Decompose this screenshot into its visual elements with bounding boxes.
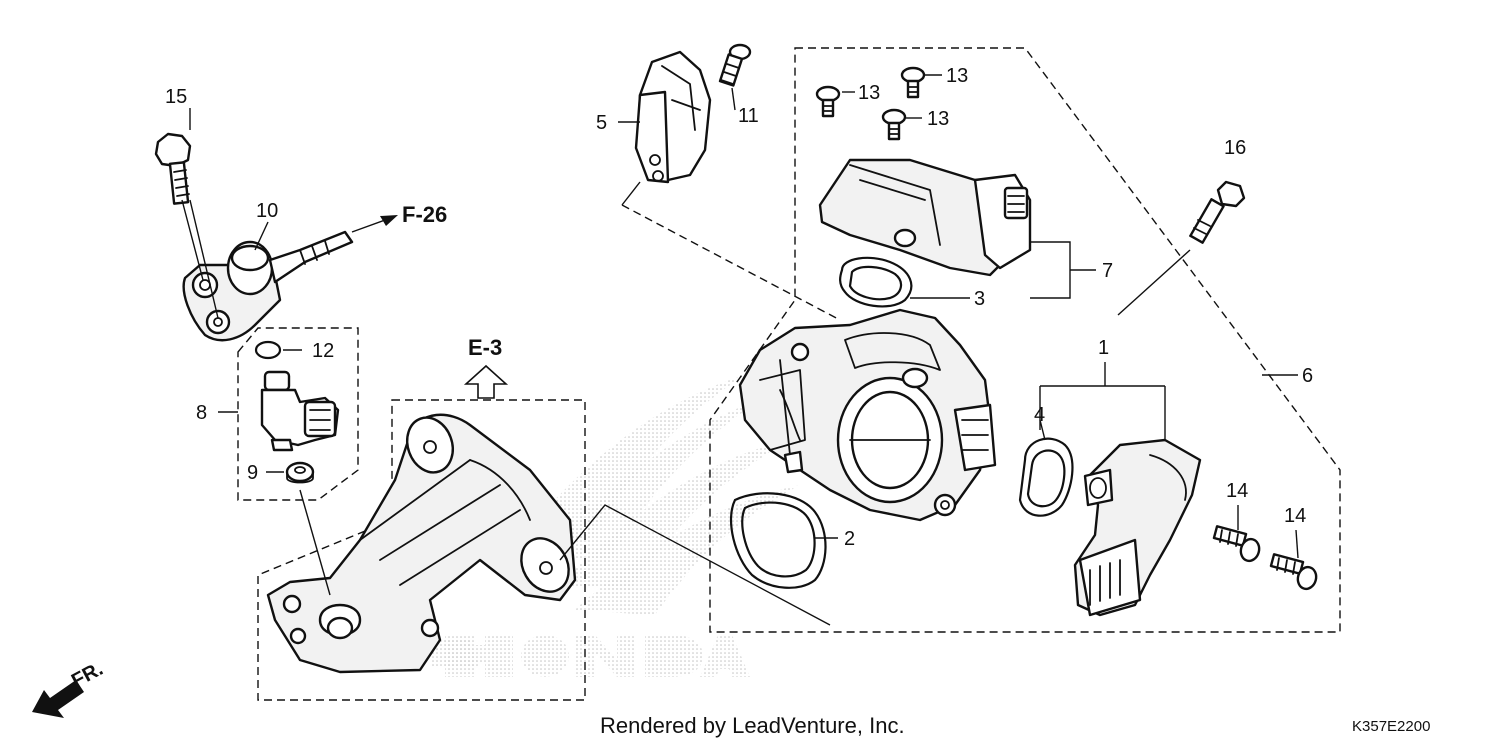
callout-14-a: 14 xyxy=(1226,480,1248,502)
callout-numbers: 15 10 12 8 9 5 11 13 13 13 16 7 3 1 6 4 … xyxy=(165,65,1313,550)
callout-13-c: 13 xyxy=(927,108,949,130)
f26-reference-arrow xyxy=(351,215,398,233)
part-6-assembly-box xyxy=(709,47,1341,633)
front-direction-arrow: FR. xyxy=(32,658,107,718)
part-7-idle-control-unit xyxy=(818,158,1032,277)
callout-15: 15 xyxy=(165,86,187,108)
callout-14-b: 14 xyxy=(1284,505,1306,527)
reference-f26: F-26 xyxy=(402,202,447,227)
part-10-joint xyxy=(181,199,354,342)
part-16-bolt xyxy=(1189,180,1246,244)
part-14-screw-b xyxy=(1269,553,1318,591)
callout-8: 8 xyxy=(196,402,207,424)
callout-10: 10 xyxy=(256,200,278,222)
part-13-screw-b xyxy=(900,66,926,99)
part-1-throttle-sensor xyxy=(1073,438,1202,617)
callout-7: 7 xyxy=(1102,260,1113,282)
intake-insulator xyxy=(266,413,577,674)
callout-12: 12 xyxy=(312,340,334,362)
part-3-gasket xyxy=(839,256,913,308)
part-9-seal xyxy=(285,461,315,484)
part-2-gasket xyxy=(729,492,827,589)
callout-1: 1 xyxy=(1098,337,1109,359)
callout-9: 9 xyxy=(247,462,258,484)
callout-13-b: 13 xyxy=(946,65,968,87)
callout-4: 4 xyxy=(1034,404,1045,426)
part-13-screw-c xyxy=(881,108,907,141)
part-12-oring xyxy=(254,340,282,360)
e3-reference-arrow xyxy=(463,364,509,399)
part-11-screw xyxy=(718,43,752,87)
footer-diagram-code: K357E2200 xyxy=(1352,718,1430,735)
callout-5: 5 xyxy=(596,112,607,134)
bracket-guide-line xyxy=(621,204,841,321)
honda-wing-watermark xyxy=(430,375,800,677)
part-8-group-box xyxy=(237,327,359,501)
callout-6: 6 xyxy=(1302,365,1313,387)
part-14-screw-a xyxy=(1212,525,1261,563)
part-8-injector xyxy=(260,370,340,452)
part-5-bracket xyxy=(634,50,712,184)
part-15-bolt xyxy=(154,132,192,205)
insulator-dashed-box xyxy=(257,399,586,701)
part-4-gasket xyxy=(1018,437,1074,517)
part-13-screw-a xyxy=(815,85,841,118)
callout-11: 11 xyxy=(738,105,759,127)
leader-lines xyxy=(189,74,1299,626)
callout-13-a: 13 xyxy=(858,82,880,104)
callout-2: 2 xyxy=(844,528,855,550)
reference-e3: E-3 xyxy=(468,335,502,360)
callout-16: 16 xyxy=(1224,137,1246,159)
callout-3: 3 xyxy=(974,288,985,310)
throttle-body xyxy=(738,308,997,522)
footer-credit: Rendered by LeadVenture, Inc. xyxy=(600,713,905,738)
